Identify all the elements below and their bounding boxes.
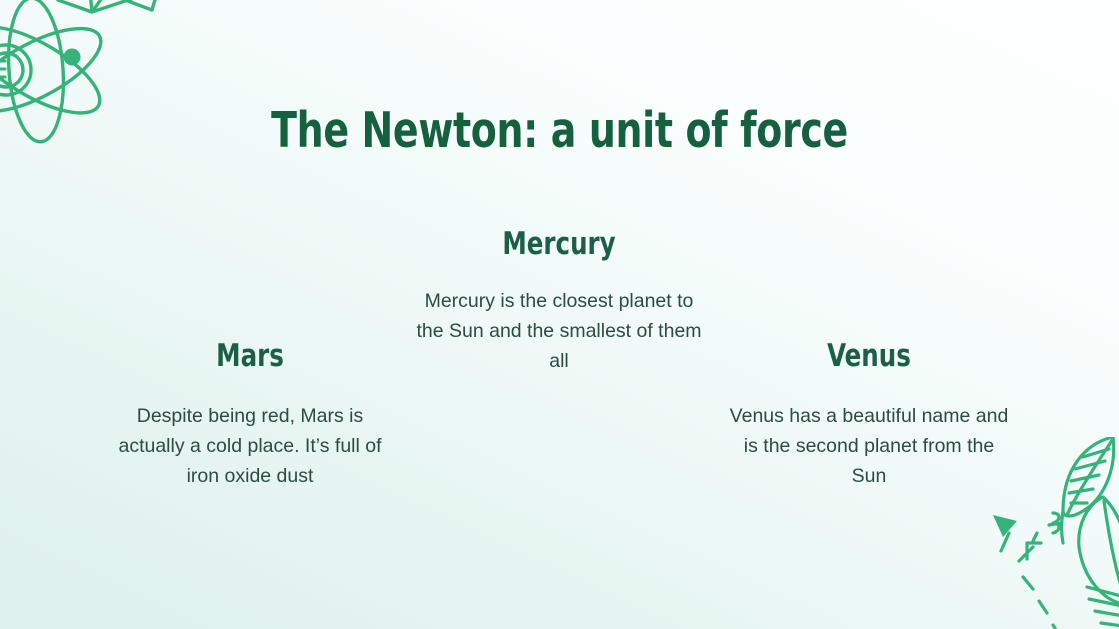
planet-description-mars: Despite being red, Mars is actually a co… xyxy=(118,405,382,488)
arrow-icon xyxy=(993,515,1017,537)
planet-block-mars: Mars Despite being red, Mars is actually… xyxy=(105,338,395,491)
planet-description-venus: Venus has a beautiful name and is the se… xyxy=(729,405,1009,488)
planet-block-venus: Venus Venus has a beautiful name and is … xyxy=(724,338,1014,491)
planet-heading-venus: Venus xyxy=(827,338,911,374)
planet-description-mercury: Mercury is the closest planet to the Sun… xyxy=(416,290,702,373)
planet-heading-mercury: Mercury xyxy=(502,226,616,262)
gem-outline-icon xyxy=(56,0,157,14)
page-title: The Newton: a unit of force xyxy=(271,101,848,159)
electron-dot xyxy=(63,48,81,66)
planet-heading-mars: Mars xyxy=(216,338,284,374)
planet-block-mercury: Mercury Mercury is the closest planet to… xyxy=(414,226,704,376)
